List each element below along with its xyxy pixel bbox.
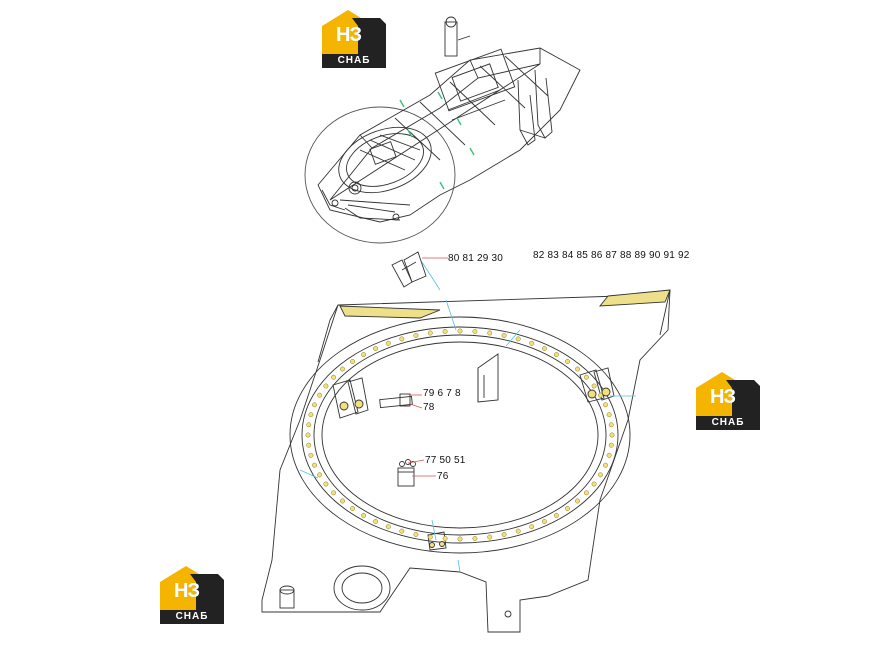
bolt-hole: [501, 532, 507, 537]
bolt-hole: [591, 383, 597, 389]
bolt-hole: [606, 452, 612, 458]
bolt-hole: [399, 336, 405, 342]
bolt-hole: [306, 442, 312, 448]
frame-assembly: [304, 16, 581, 244]
bolt-hole: [501, 333, 507, 338]
bolt-hole: [487, 534, 493, 540]
bolt-hole: [350, 359, 355, 364]
bolt-hole: [340, 498, 345, 504]
bolt-hole: [583, 374, 589, 380]
bolt-hole: [565, 506, 570, 511]
bolt-hole: [385, 340, 391, 346]
logo-plate: [160, 610, 224, 624]
bolt-hole: [609, 432, 615, 438]
bolt-hole: [442, 536, 448, 541]
callout-block: 76: [437, 471, 449, 482]
bolt-hole: [565, 359, 570, 364]
bolt-hole: [312, 402, 317, 408]
logo-word: СНАБ: [337, 55, 371, 66]
bolt-hole: [323, 383, 329, 389]
bolt-hole: [317, 392, 323, 398]
base-leader-lines: [299, 299, 636, 573]
callout-bolt-group: 77 50 51: [425, 455, 466, 466]
bolt-hole: [373, 519, 379, 524]
bolt-hole: [361, 512, 367, 518]
red-leaders: [407, 394, 436, 477]
bolt-hole: [606, 412, 612, 418]
bolt-hole: [575, 366, 580, 372]
bolt-hole: [331, 374, 337, 380]
bolt-hole: [603, 402, 608, 408]
bolt-hole: [457, 536, 463, 542]
logo-mark: НЗ: [710, 386, 736, 408]
detail-circle: [304, 106, 456, 244]
callout-pin-group: 79 6 7 8: [423, 388, 461, 399]
bolt-hole: [312, 462, 317, 468]
bolt-hole: [597, 472, 603, 478]
bolt-hole: [591, 481, 597, 487]
bolt-hole: [306, 422, 312, 428]
bolt-hole: [608, 442, 614, 448]
bolt-hole: [603, 462, 608, 468]
logo-top: НЗ СНАБ: [322, 10, 386, 68]
bolt-hole: [529, 524, 535, 530]
bolt-hole: [541, 519, 547, 524]
bolt-hole: [399, 528, 405, 534]
bracket-part: [391, 251, 427, 288]
bolt-hole: [515, 336, 521, 342]
bolt-hole: [457, 328, 463, 334]
bolt-hole: [472, 329, 478, 334]
callout-bracket: 80 81 29 30: [448, 253, 504, 264]
bolt-hole: [308, 412, 314, 418]
bolt-hole: [597, 392, 603, 398]
bolt-hole: [442, 329, 448, 334]
bolt-hole: [529, 340, 535, 346]
logo-word: СНАБ: [175, 611, 209, 622]
bolt-hole: [472, 536, 478, 541]
bolt-hole: [361, 352, 367, 358]
callout-pin: 78: [423, 402, 435, 413]
bolt-hole: [323, 481, 329, 487]
bolt-hole: [308, 452, 314, 458]
house-icon: [696, 372, 760, 416]
bolt-hole: [487, 330, 493, 336]
base-plate: [261, 289, 671, 633]
bolt-hole: [331, 490, 337, 496]
bolt-hole: [608, 422, 614, 428]
logo-word: СНАБ: [711, 417, 745, 428]
bolt-hole: [515, 528, 521, 534]
house-icon: [322, 10, 386, 54]
bolt-hole: [385, 524, 391, 530]
bolt-hole: [413, 532, 419, 537]
callout-parts-list: 82 83 84 85 86 87 88 89 90 91 92: [533, 250, 690, 261]
bolt-hole: [413, 333, 419, 338]
bolt-hole: [373, 346, 379, 351]
bolt-hole: [427, 534, 433, 540]
bolt-hole: [553, 352, 559, 358]
bolt-hole: [350, 506, 355, 511]
logo-mark: НЗ: [336, 24, 362, 46]
bracket-leader-cyan: [421, 261, 441, 291]
logo-bottom: НЗ СНАБ: [160, 566, 224, 624]
logo-mark: НЗ: [174, 580, 200, 602]
bolt-hole: [583, 490, 589, 496]
ring-bolt-holes: [305, 328, 615, 542]
bolt-hole: [553, 512, 559, 518]
bolt-hole: [340, 366, 345, 372]
logo-right: НЗ СНАБ: [696, 372, 760, 430]
bolt-hole: [317, 472, 323, 478]
bolt-hole: [427, 330, 433, 336]
bolt-hole: [575, 498, 580, 504]
bolt-hole: [305, 432, 311, 438]
logo-plate: [696, 416, 760, 430]
house-icon: [160, 566, 224, 610]
bolt-hole: [541, 346, 547, 351]
logo-plate: [322, 54, 386, 68]
